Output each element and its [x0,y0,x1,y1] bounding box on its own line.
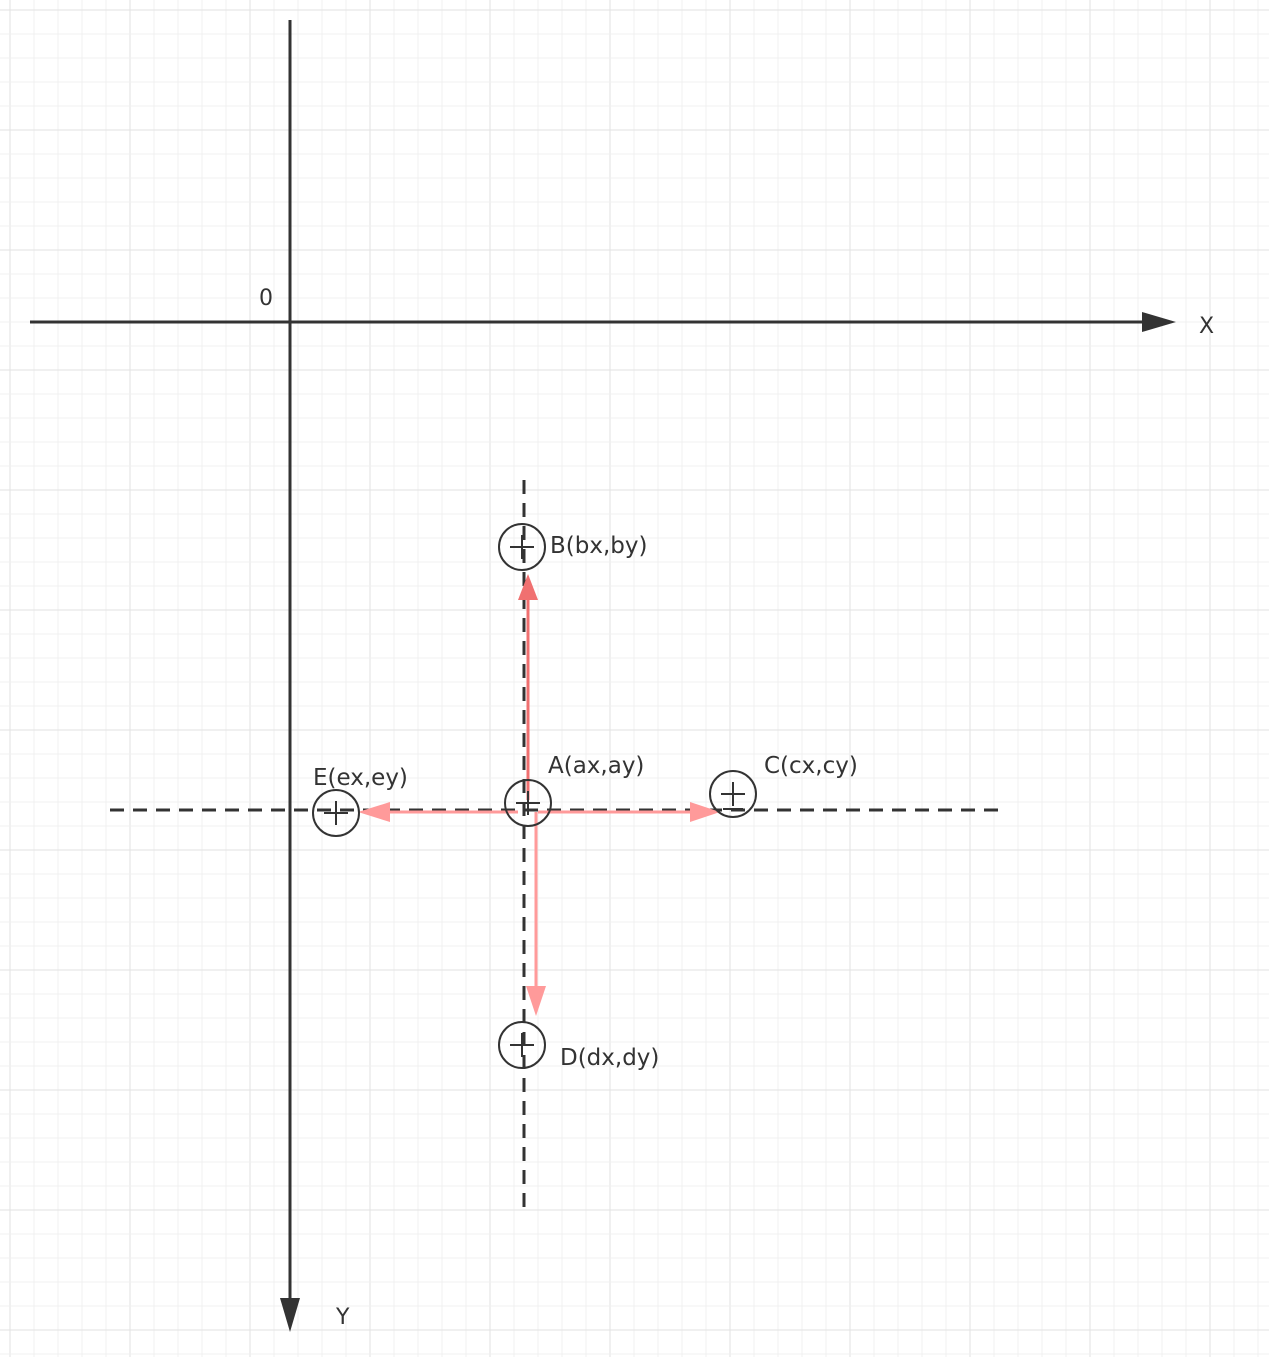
point-d-label: D(dx,dy) [560,1045,659,1071]
point-c-marker [709,770,757,818]
point-a-marker [504,779,552,827]
vector-a-to-c [538,802,720,822]
point-b-label: B(bx,by) [550,533,647,559]
point-d-marker [498,1021,546,1069]
y-axis-arrowhead [280,1298,300,1332]
point-b-marker [498,523,546,571]
y-axis-label: Y [335,1305,350,1330]
point-e-marker [312,789,360,837]
x-axis-arrowhead [1142,312,1176,332]
origin-label: 0 [259,286,273,311]
point-c-label: C(cx,cy) [764,753,858,779]
point-a-label: A(ax,ay) [548,753,644,779]
x-axis-label: X [1199,314,1214,339]
vector-a-to-d [526,812,546,1016]
point-e-label: E(ex,ey) [313,765,408,791]
vector-a-to-e [358,802,518,822]
vector-a-to-b [518,574,538,800]
